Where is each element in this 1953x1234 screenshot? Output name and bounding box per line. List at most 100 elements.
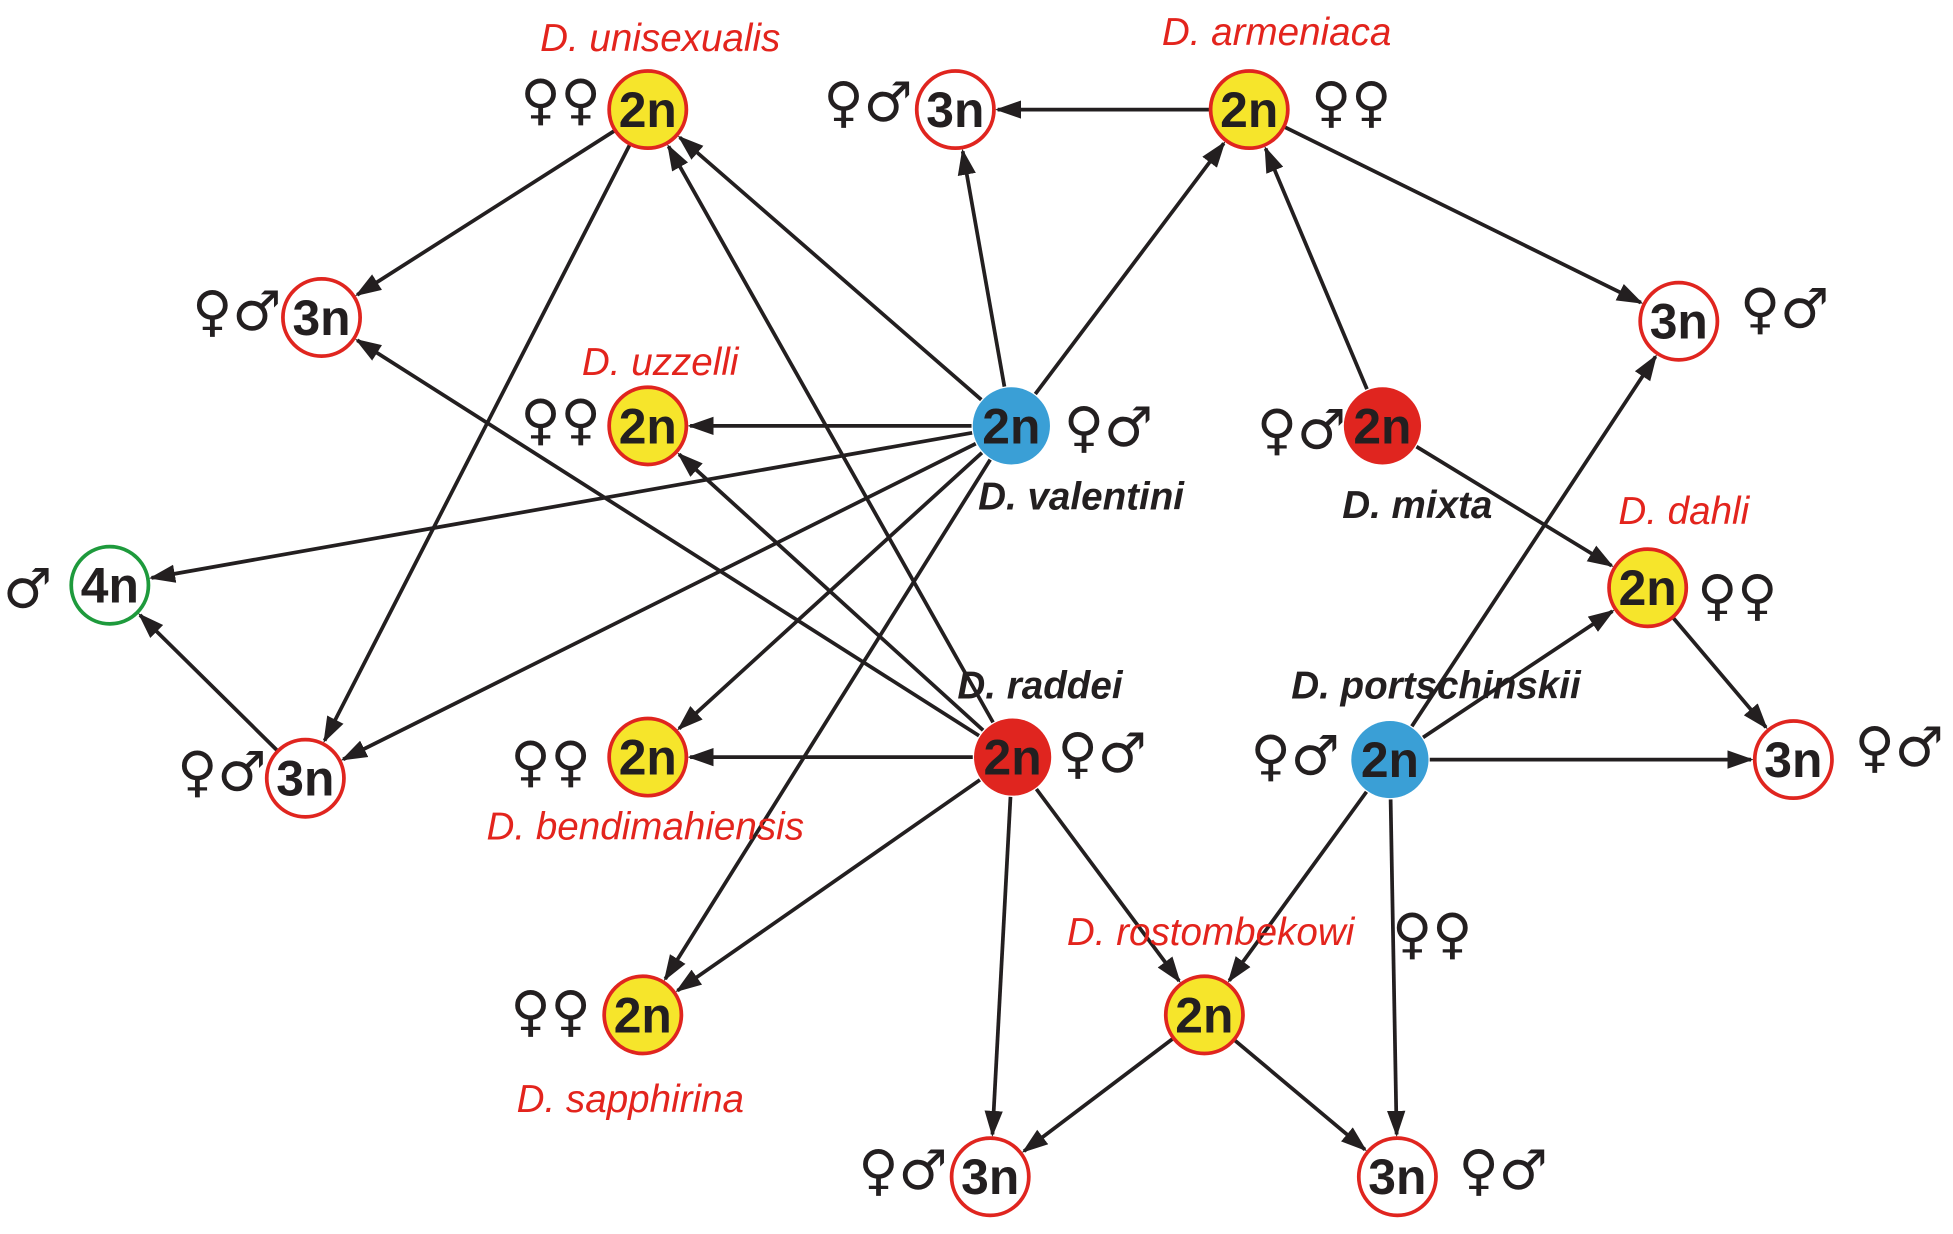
species-label: D. armeniaca [1162,11,1392,54]
node-dahli: 2n D. dahli ♀♀ [1607,490,1777,629]
species-label: D. dahli [1618,490,1750,533]
arrow-valentini-to-sapphirina [663,458,992,982]
node-circle [1351,720,1429,799]
female-male-symbol-icon: ♀♂ [1251,724,1340,788]
ploidy-label: 2n [619,398,677,454]
arrow-armeniaca-to-t3n_right_upper [1284,125,1644,305]
species-label: D. bendimahiensis [487,805,805,848]
node-bendimahiensis: 2nD. bendimahiensis♀♀ [487,716,805,848]
node-t3n_bottom_left: 3n♀♂ [858,1136,1031,1218]
arrow-valentini-to-armeniaca [1033,141,1226,396]
species-label: D. valentini [978,475,1185,518]
arrow-raddei-to-unisexualis [666,144,995,724]
female-male-symbol-icon: ♀♂ [192,279,281,343]
arrow-valentini-to-t3n_top [957,148,1007,387]
female-male-symbol-icon: ♀♂ [1740,276,1829,340]
arrow-valentini-to-unisexualis [677,135,983,402]
female-male-symbol-icon: ♀♂ [177,740,266,804]
node-circle [972,387,1050,465]
ploidy-label: 2n [614,987,672,1043]
node-circle [914,69,996,151]
node-circle [949,1136,1031,1218]
node-rostombekowi: 2n D. rostombekowi ♀♀ [1067,902,1472,1056]
node-circle [1752,719,1834,801]
ploidy-label: 3n [1650,294,1708,350]
node-uzzelli: 2n D. uzzelli♀♀ [520,341,740,467]
female-male-symbol-icon: ♀♂ [858,1138,947,1202]
species-label: D. unisexualis [540,17,780,60]
nodes-layer: 2nD. unisexualis♀♀3n♀♂2nD. armeniaca♀♀3n… [3,11,1944,1218]
arrow-dahli-to-t3n_right_lower [1672,616,1768,730]
node-t3n_top: 3n♀♂ [824,69,996,151]
arrow-valentini-to-t4n [148,430,973,583]
ploidy-label: 2n [982,398,1040,454]
node-circle [1208,69,1290,151]
node-raddei: 2n D. raddei ♀♂ [957,665,1147,796]
ploidy-label: 3n [926,82,984,138]
ploidy-label: 2n [1353,398,1411,454]
node-circle [1343,387,1422,465]
female-female-symbol-icon: ♀♀ [520,67,600,131]
female-male-symbol-icon: ♀♂ [1855,715,1944,779]
arrow-unisexualis-to-t3n_left_lower [322,144,632,743]
ploidy-label: 4n [81,558,139,614]
female-female-symbol-icon: ♀♀ [520,387,600,451]
ploidy-label: 2n [1619,560,1677,616]
female-female-symbol-icon: ♀♀ [1392,902,1472,966]
arrow-valentini-to-t3n_left_lower [340,441,977,762]
ploidy-label: 2n [1361,732,1419,788]
ploidy-label: 3n [1368,1149,1426,1205]
species-label: D. rostombekowi [1067,911,1356,954]
node-circle [607,716,689,798]
node-portschinskii: 2n D. portschinskii ♀♂ [1251,665,1582,799]
female-male-symbol-icon: ♀♂ [1459,1138,1548,1202]
ploidy-label: 3n [1764,732,1822,788]
species-label: D. mixta [1342,484,1492,527]
node-t3n_right_upper: 3n ♀♂ [1638,276,1829,362]
ploidy-label: 2n [984,730,1042,786]
node-circle [69,544,151,626]
arrow-raddei-to-t3n_left_upper [355,338,980,738]
node-armeniaca: 2n D. armeniaca ♀♀ [1162,11,1392,151]
node-circle [281,277,362,358]
ploidy-label: 2n [619,730,677,786]
node-circle [602,974,684,1056]
arrow-portschinskii-to-t3n_right_upper [1410,354,1658,728]
arrow-raddei-to-rostombekowi [1034,787,1181,983]
edges-layer [138,100,1768,1153]
arrow-mixta-to-dahli [1415,445,1614,568]
ploidy-label: 3n [292,290,350,346]
female-female-symbol-icon: ♀♀ [1697,563,1777,627]
node-t3n_left_lower: 3n♀♂ [177,737,346,819]
female-male-symbol-icon: ♀♂ [1058,721,1147,785]
node-t3n_bottom_right: 3n ♀♂ [1356,1136,1548,1218]
node-circle [1607,547,1689,629]
node-circle [974,718,1052,796]
ploidy-label: 2n [1175,987,1233,1043]
female-male-symbol-icon: ♀♂ [1064,395,1153,459]
node-t4n: 4n ♂ [3,544,151,626]
species-label: D. portschinskii [1291,665,1582,708]
species-label: D. uzzelli [582,341,740,384]
ploidy-label: 2n [619,82,677,138]
arrow-portschinskii-to-t3n_bottom_right [1387,799,1406,1138]
species-label: D. raddei [957,665,1123,708]
node-circle [264,737,346,819]
arrow-mixta-to-armeniaca [1263,146,1369,390]
female-female-symbol-icon: ♀♀ [1311,70,1391,134]
male-symbol-icon: ♂ [3,557,52,621]
ploidy-label: 2n [1220,82,1278,138]
arrow-portschinskii-to-dahli [1422,609,1615,740]
node-circle [607,69,689,151]
node-unisexualis: 2n D. unisexualis ♀♀ [520,17,780,151]
arrow-rostombekowi-to-t3n_bottom_left [1021,1037,1174,1153]
node-t3n_right_lower: 3n ♀♂ [1752,715,1944,801]
node-t3n_left_upper: 3n♀♂ [192,277,362,358]
female-male-symbol-icon: ♀♂ [824,70,913,134]
arrow-raddei-to-t3n_bottom_left [984,796,1013,1138]
node-circle [1356,1136,1438,1218]
arrow-raddei-to-uzzelli [677,452,985,732]
ploidy-label: 3n [961,1149,1019,1205]
node-valentini: 2n D. valentini ♀♂ [972,387,1185,518]
